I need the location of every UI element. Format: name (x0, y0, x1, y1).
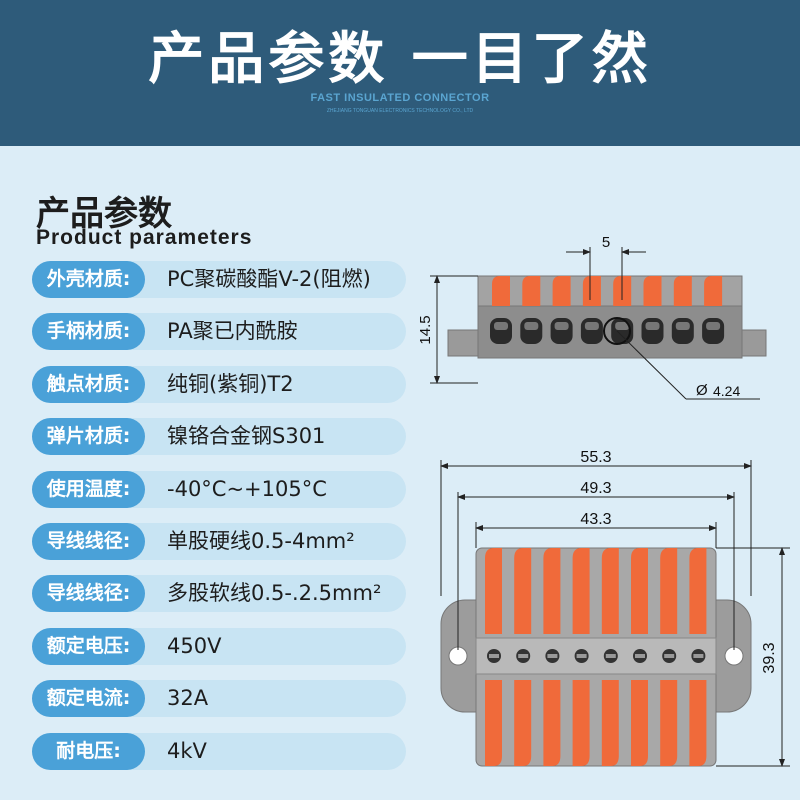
param-row: 手柄材质: PA聚已内酰胺 (32, 313, 408, 351)
param-key: 耐电压: (32, 732, 145, 770)
side-lever (492, 276, 510, 306)
header-banner: 产品参数 一目了然 FAST INSULATED CONNECTOR ZHEJI… (0, 0, 800, 146)
section-subtitle: Product parameters (36, 226, 253, 249)
param-key: 手柄材质: (32, 313, 145, 351)
side-wire-hole (671, 318, 694, 344)
param-value: 多股软线0.5-.2.5mm² (167, 581, 382, 606)
side-wire-hole (702, 318, 725, 344)
top-lever-lower (572, 680, 590, 766)
top-lever-lower (631, 680, 648, 766)
overall-length-label: 55.3 (580, 449, 611, 466)
diameter-symbol: Ø (696, 382, 708, 399)
side-lever (582, 276, 601, 306)
param-value: 32A (167, 686, 209, 711)
side-wire-hole (520, 318, 543, 344)
top-lever-lower (485, 680, 502, 766)
param-value: -40°C~+105°C (167, 476, 327, 501)
top-view (440, 460, 790, 767)
section-title: 产品参数 (36, 194, 172, 234)
top-levers (485, 548, 707, 766)
params-list: 外壳材质: PC聚碳酸酯V-2(阻燃) 手柄材质: PA聚已内酰胺 触点材质: 纯铜(… (32, 261, 408, 785)
param-key: 导线线径: (32, 522, 145, 560)
param-key: 额定电压: (32, 627, 145, 665)
param-key: 触点材质: (32, 365, 145, 403)
hole-label: 4.24 (713, 383, 740, 399)
side-lever (643, 276, 662, 306)
side-lever (552, 276, 571, 306)
height-label: 14.5 (417, 315, 434, 344)
param-row: 弹片材质: 镍铬合金钢S301 (32, 418, 408, 456)
side-levers (492, 276, 723, 306)
param-row: 导线线径: 单股硬线0.5-4mm² (32, 522, 408, 560)
param-row: 耐电压: 4kV (32, 732, 408, 770)
pitch-label: 5 (602, 234, 610, 251)
side-wire-hole (490, 318, 512, 344)
hole-callout-circle (603, 317, 631, 345)
param-key: 弹片材质: (32, 418, 145, 456)
top-lever-upper (543, 548, 561, 634)
mount-length-label: 49.3 (580, 480, 611, 497)
top-holes (487, 649, 706, 663)
top-lever-lower (543, 680, 561, 766)
side-view (430, 247, 767, 400)
param-value: 纯铜(紫铜)T2 (167, 371, 294, 396)
param-key: 导线线径: (32, 575, 145, 613)
side-wire-hole (550, 318, 573, 344)
top-lever-upper (689, 548, 707, 634)
param-key: 使用温度: (32, 470, 145, 508)
param-row: 触点材质: 纯铜(紫铜)T2 (32, 365, 408, 403)
side-lever (704, 276, 723, 306)
param-value: 450V (167, 633, 222, 658)
top-lever-upper (485, 548, 502, 634)
param-value: 4kV (167, 738, 207, 763)
param-key: 额定电流: (32, 680, 145, 718)
top-lever-upper (660, 548, 678, 634)
top-lever-lower (514, 680, 532, 766)
param-value: 镍铬合金钢S301 (167, 424, 326, 449)
top-lever-upper (631, 548, 648, 634)
side-wire-hole (580, 318, 603, 344)
param-row: 使用温度: -40°C~+105°C (32, 470, 408, 508)
param-row: 额定电压: 450V (32, 627, 408, 665)
top-lever-upper (601, 548, 619, 634)
header-title: 产品参数 一目了然 (148, 27, 652, 92)
side-lever (522, 276, 541, 306)
param-value: 单股硬线0.5-4mm² (167, 528, 355, 553)
param-value: PA聚已内酰胺 (167, 319, 298, 344)
param-value: PC聚碳酸酯V-2(阻燃) (167, 267, 371, 291)
side-wire-hole (641, 318, 664, 344)
top-lever-upper (514, 548, 532, 634)
param-row: 额定电流: 32A (32, 680, 408, 718)
param-key: 外壳材质: (32, 261, 145, 298)
top-lever-lower (689, 680, 707, 766)
top-lever-upper (572, 548, 590, 634)
side-lever (673, 276, 692, 306)
param-row: 导线线径: 多股软线0.5-.2.5mm² (32, 575, 408, 613)
param-row: 外壳材质: PC聚碳酸酯V-2(阻燃) (32, 261, 408, 298)
body-length-label: 43.3 (580, 511, 611, 528)
header-company: ZHEJIANG TONGUAN ELECTRONICS TECHNOLOGY … (326, 108, 474, 114)
side-holes (490, 318, 725, 344)
header-subtitle: FAST INSULATED CONNECTOR (310, 92, 490, 104)
top-lever-lower (660, 680, 678, 766)
top-lever-lower (601, 680, 619, 766)
width-label: 39.3 (761, 642, 778, 673)
